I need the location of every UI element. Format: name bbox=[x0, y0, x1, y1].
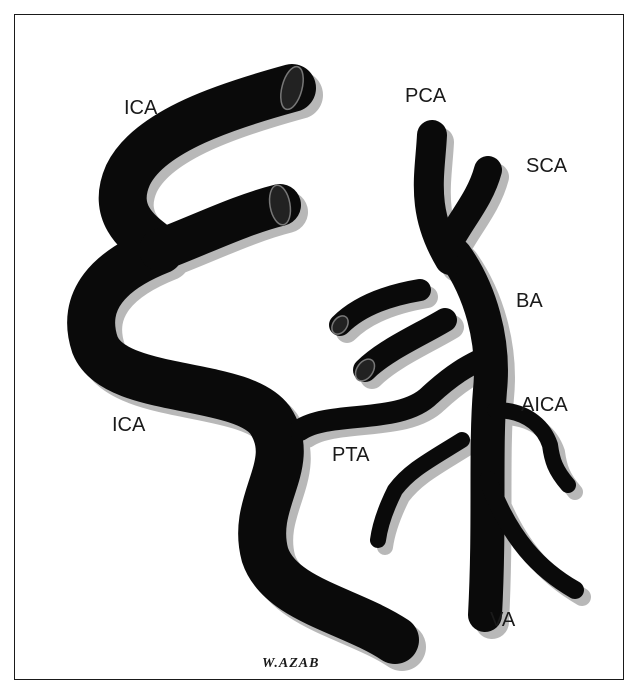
ica-trunk bbox=[91, 88, 395, 640]
ica-branch bbox=[160, 205, 280, 250]
label-pca: PCA bbox=[405, 85, 447, 107]
artist-signature: W.AZAB bbox=[262, 656, 319, 671]
label-aica: AICA bbox=[521, 394, 568, 416]
label-ica-lower: ICA bbox=[112, 414, 146, 436]
label-ba: BA bbox=[516, 290, 543, 312]
label-sca: SCA bbox=[526, 155, 568, 177]
label-pta: PTA bbox=[332, 444, 370, 466]
label-ica-upper: ICA bbox=[124, 97, 158, 119]
label-va: VA bbox=[490, 609, 516, 631]
